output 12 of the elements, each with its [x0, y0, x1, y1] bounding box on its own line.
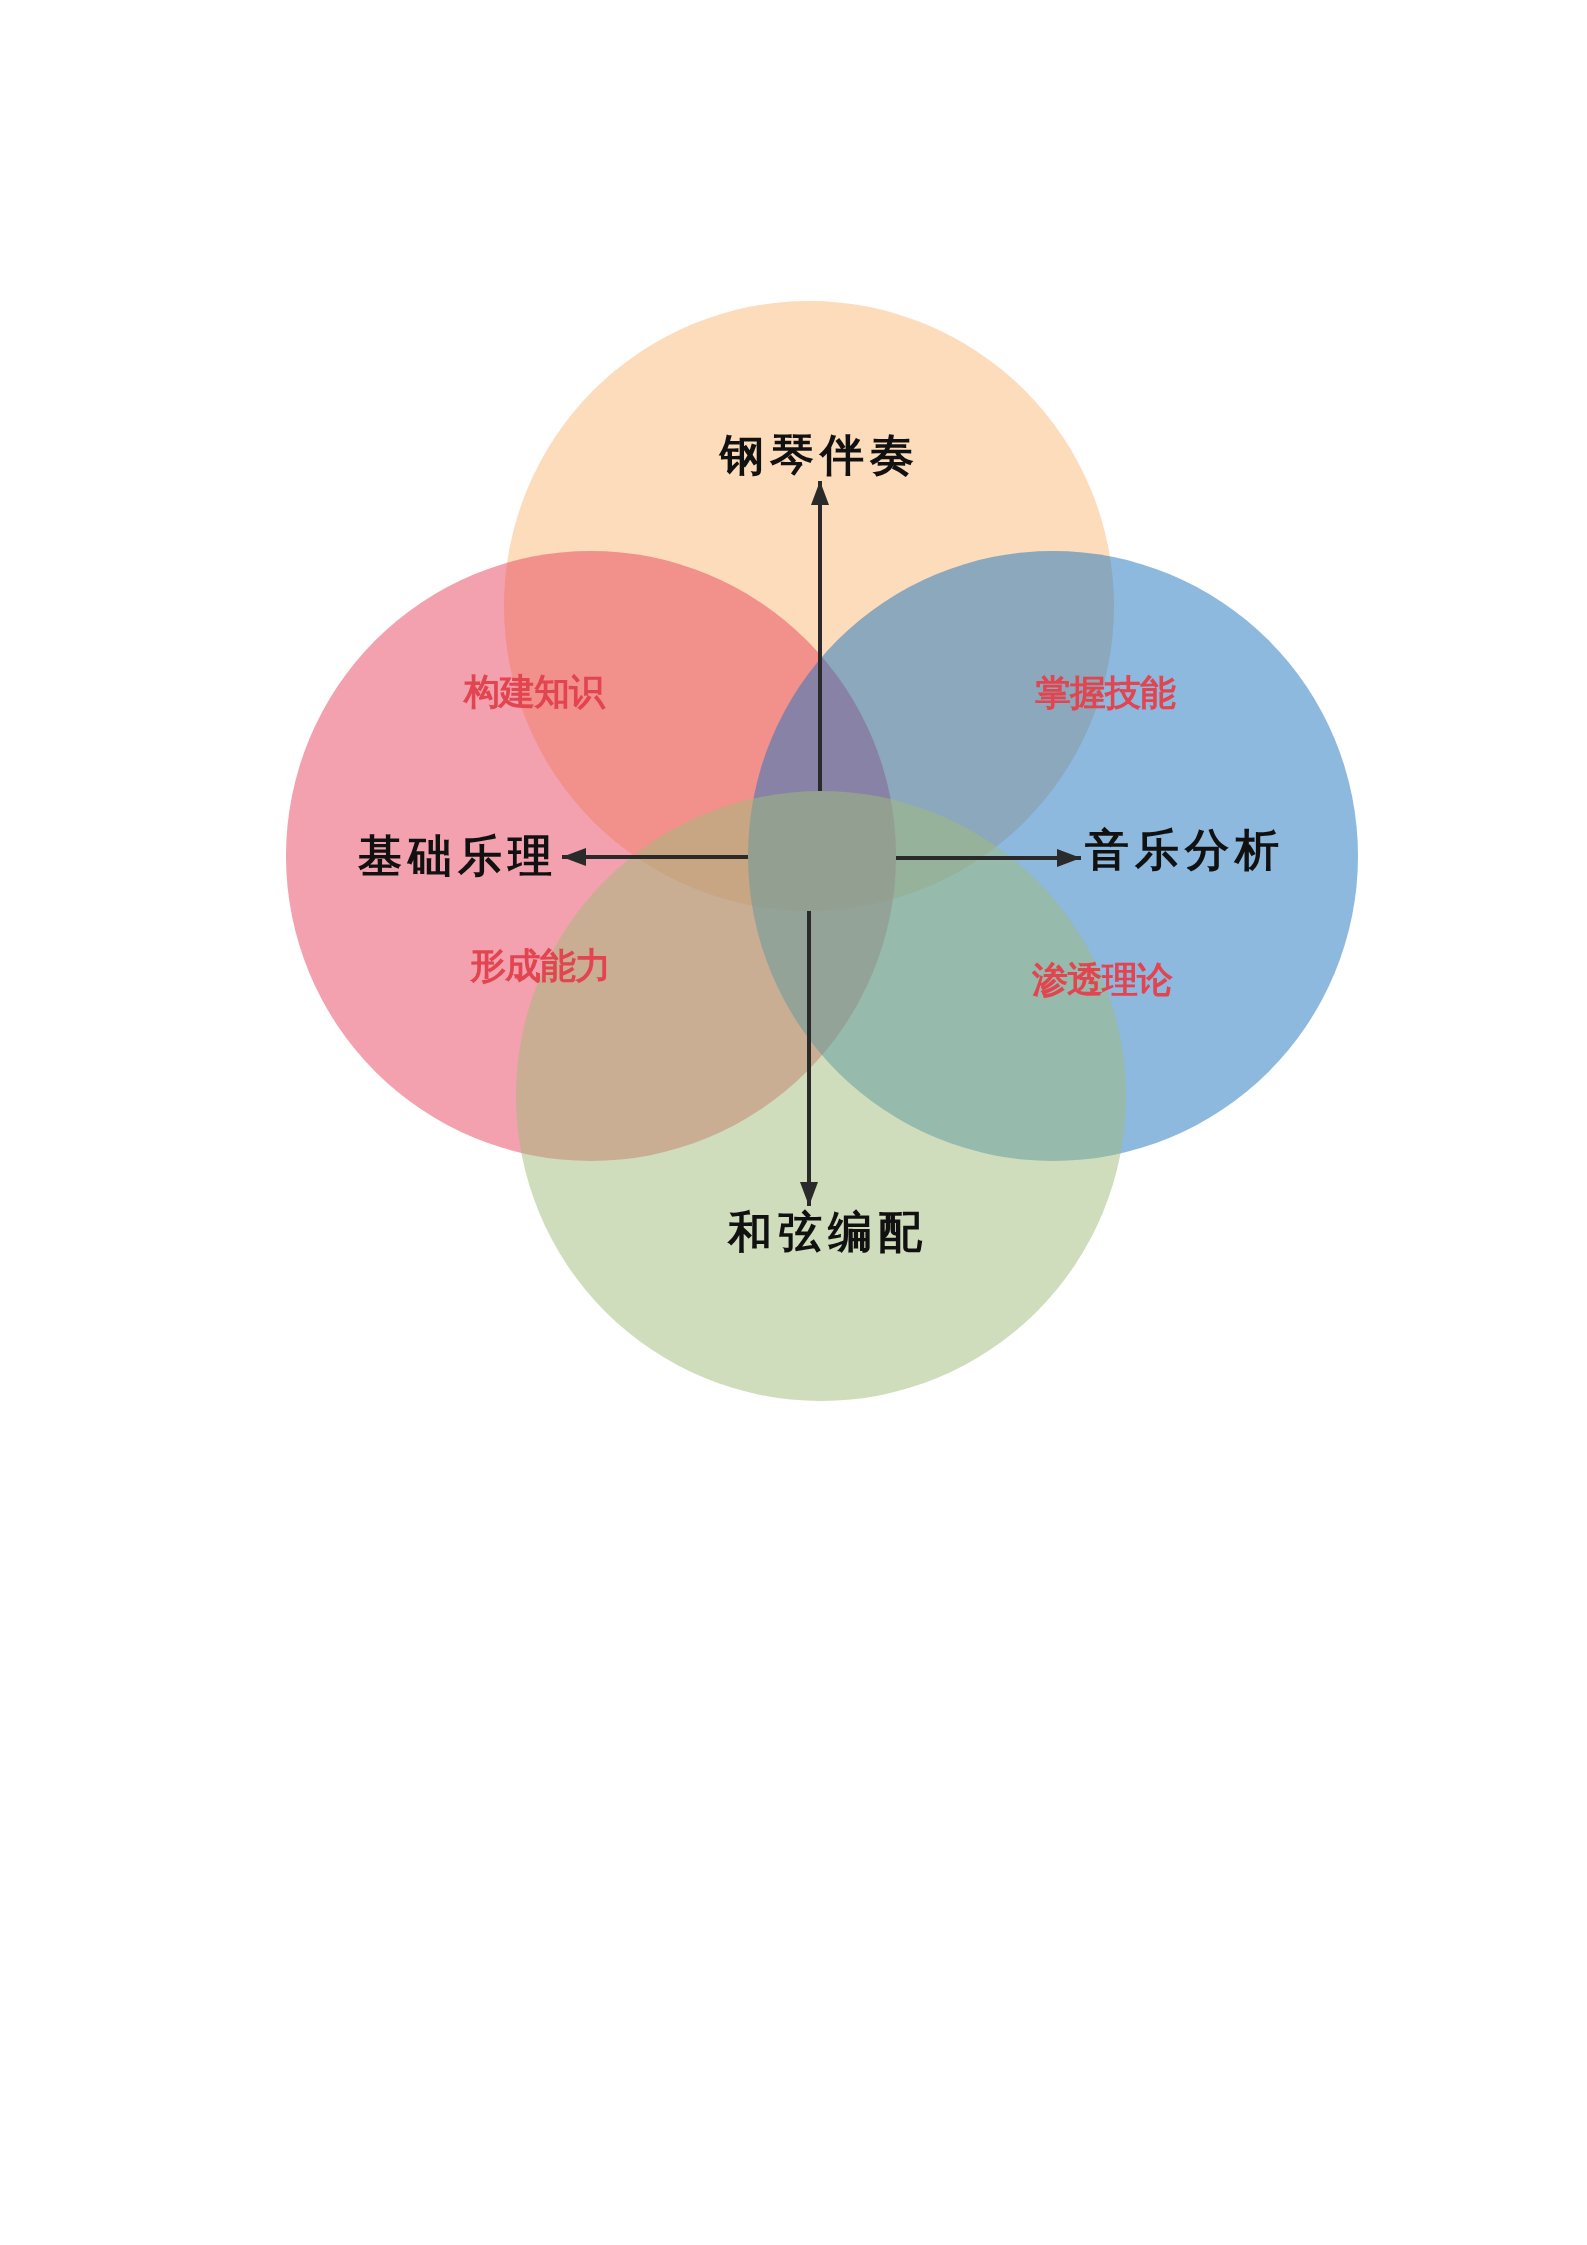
- arrow: [811, 481, 829, 791]
- circle-title: 音乐分析: [1085, 828, 1285, 872]
- overlap-label: 构建知识: [464, 674, 604, 710]
- overlap-label: 形成能力: [470, 948, 610, 984]
- circle-title: 和弦编配: [728, 1210, 928, 1254]
- circle-title: 基础乐理: [358, 834, 558, 878]
- overlap-label: 掌握技能: [1035, 675, 1175, 711]
- overlap-label: 渗透理论: [1032, 962, 1172, 998]
- circle-title: 钢琴伴奏: [720, 433, 920, 477]
- arrow: [562, 848, 748, 866]
- arrow: [896, 849, 1081, 867]
- arrow: [800, 911, 818, 1206]
